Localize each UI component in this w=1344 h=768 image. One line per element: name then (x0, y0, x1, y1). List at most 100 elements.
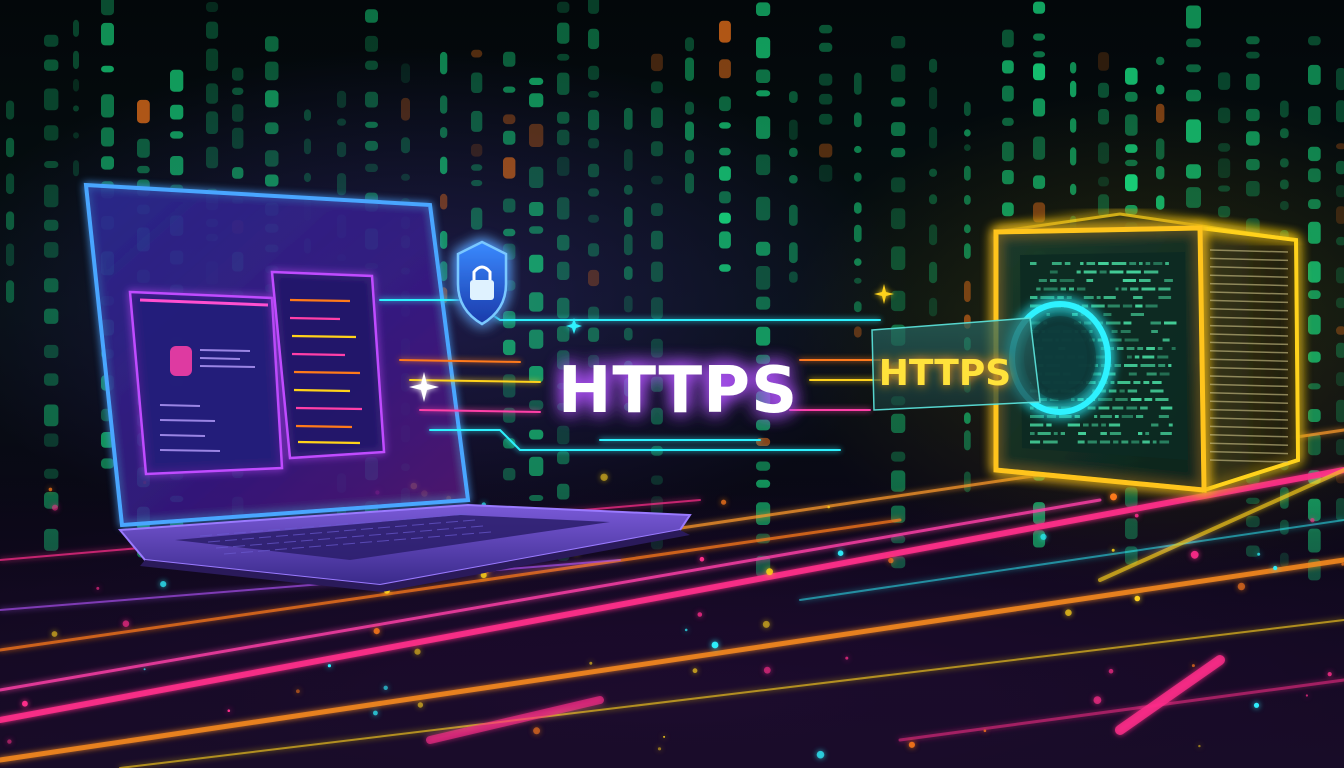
server-code-glyph (1123, 321, 1132, 325)
server-code-glyph (1078, 432, 1086, 435)
keyboard-key (274, 548, 288, 551)
matrix-glyph (401, 97, 410, 121)
matrix-glyph (1098, 109, 1109, 125)
matrix-glyph (44, 125, 59, 141)
matrix-glyph (503, 130, 516, 145)
server-code-glyph (1160, 406, 1173, 410)
spark (143, 668, 146, 671)
server-code-glyph (1120, 330, 1131, 333)
matrix-glyph (206, 83, 219, 104)
server-code-glyph (1111, 330, 1118, 333)
server-code-glyph (1051, 262, 1062, 265)
matrix-glyph (819, 143, 833, 158)
server-code-glyph (1122, 304, 1133, 308)
keyboard-key (478, 531, 492, 534)
server-code-glyph (1126, 347, 1135, 350)
server-vent-line (1209, 375, 1289, 379)
matrix-glyph (1033, 136, 1046, 160)
server-code-glyph (1060, 287, 1066, 291)
server-code-glyph (1077, 398, 1084, 401)
keyboard-key (420, 516, 434, 519)
server-code-glyph (1087, 406, 1096, 410)
matrix-glyph (651, 376, 663, 392)
matrix-glyph (854, 112, 862, 128)
matrix-glyph (440, 230, 448, 249)
matrix-glyph (1002, 85, 1014, 102)
matrix-glyph (101, 65, 114, 73)
server-code-glyph (1155, 398, 1169, 401)
spark (1341, 562, 1344, 566)
server-code-glyph (1080, 262, 1084, 265)
keyboard-key (292, 533, 306, 536)
server-code-glyph (1145, 432, 1150, 435)
server-code-glyph (1115, 287, 1119, 291)
matrix-glyph (137, 165, 150, 174)
server-vent-line (1209, 316, 1289, 320)
keyboard-key (301, 526, 315, 529)
spark (816, 750, 825, 759)
matrix-glyph (891, 208, 906, 230)
matrix-glyph (624, 266, 633, 280)
server-code-glyph (1046, 313, 1050, 316)
matrix-glyph (365, 60, 378, 70)
matrix-glyph (401, 173, 410, 181)
server-code-glyph (1080, 313, 1084, 316)
server-code-glyph (1087, 440, 1097, 444)
matrix-glyph (756, 326, 771, 346)
matrix-glyph (929, 261, 938, 284)
server-vent-line (1209, 333, 1289, 337)
matrix-glyph (964, 280, 971, 302)
matrix-glyph (170, 104, 184, 120)
matrix-glyph (1308, 199, 1321, 209)
server-code-glyph (1135, 304, 1143, 308)
matrix-glyph (854, 277, 862, 284)
keyboard-key (241, 537, 255, 540)
matrix-glyph (929, 194, 938, 205)
matrix-glyph (1308, 351, 1321, 363)
matrix-glyph (557, 129, 570, 146)
matrix-glyph (1033, 33, 1046, 41)
matrix-glyph (756, 266, 771, 290)
server-code-glyph (1066, 296, 1072, 299)
matrix-glyph (588, 354, 600, 368)
matrix-glyph (557, 53, 570, 61)
matrix-glyph (365, 140, 378, 151)
server-code-glyph (1086, 279, 1094, 282)
matrix-glyph (440, 127, 448, 138)
spark (96, 586, 100, 590)
matrix-glyph (719, 96, 731, 112)
server-code-glyph (1117, 381, 1131, 384)
keyboard-key (360, 527, 374, 530)
server-code-glyph (1101, 423, 1106, 427)
matrix-glyph (337, 173, 347, 196)
matrix-glyph (304, 138, 311, 155)
server-code-glyph (1094, 415, 1098, 418)
matrix-glyph (756, 37, 771, 59)
matrix-glyph (557, 1, 570, 13)
server-code-glyph (1064, 262, 1071, 265)
matrix-glyph (588, 91, 600, 98)
keyboard-key (343, 529, 357, 532)
matrix-glyph (964, 101, 971, 117)
spark (908, 741, 916, 748)
server-vent-line (1209, 308, 1289, 312)
matrix-glyph (1002, 202, 1014, 217)
spark (657, 747, 662, 751)
server-code-glyph (1113, 440, 1119, 444)
matrix-glyph (265, 36, 279, 52)
spark (766, 568, 773, 576)
keyboard-key (368, 533, 382, 536)
spark (1253, 702, 1260, 708)
server-vent-line (1209, 299, 1289, 304)
matrix-glyph (1033, 51, 1046, 58)
keyboard-key (352, 521, 366, 524)
matrix-glyph (1308, 106, 1321, 125)
matrix-glyph (365, 163, 378, 172)
matrix-glyph (503, 374, 516, 398)
matrix-glyph (265, 150, 279, 167)
server-code-glyph (1152, 381, 1162, 384)
matrix-glyph (854, 326, 862, 338)
spark (1257, 552, 1261, 556)
server-vent-line (1209, 257, 1289, 262)
